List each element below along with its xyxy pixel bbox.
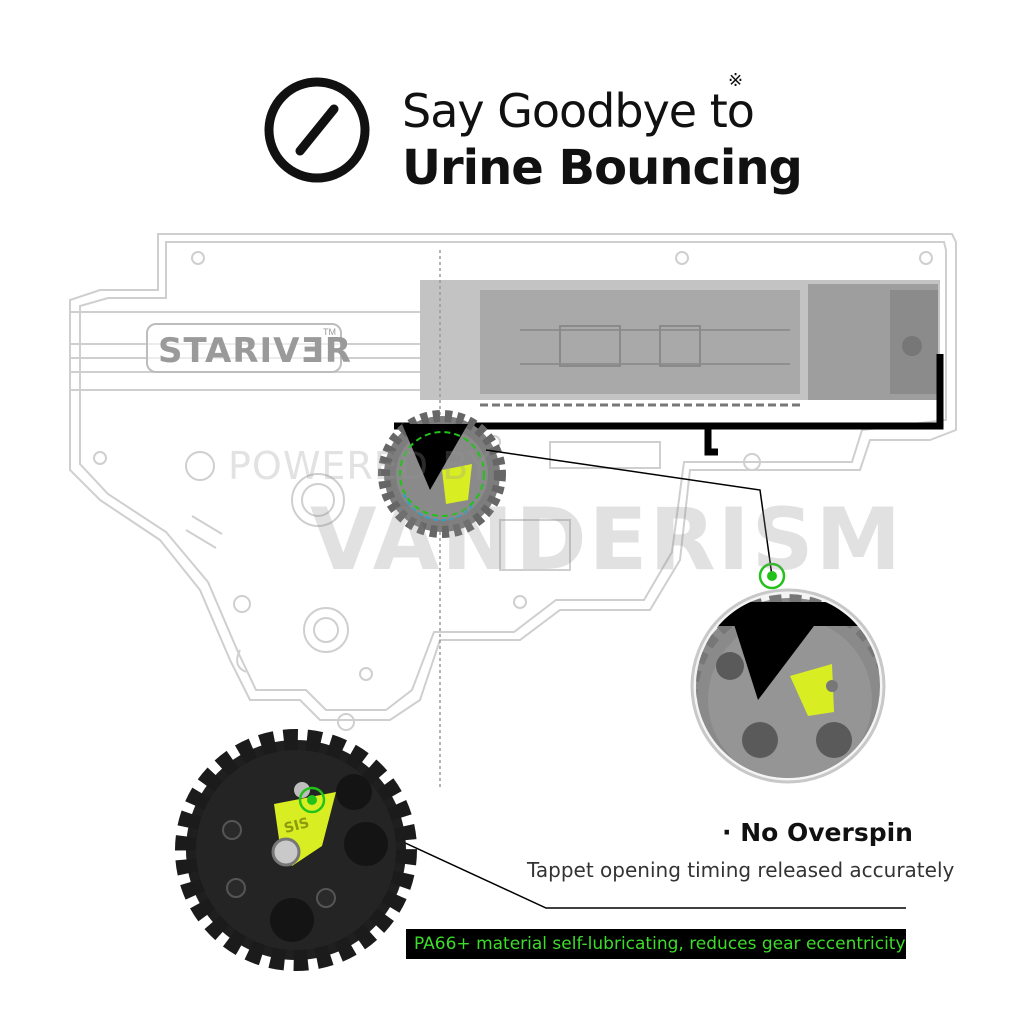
- material-banner: PA66+ material self-lubricating, reduces…: [406, 929, 906, 959]
- zoom-detail: [690, 588, 886, 784]
- brand-name: STARIVƎR: [158, 331, 352, 371]
- piston-rack: [394, 354, 944, 456]
- callout-line-upper: [485, 449, 773, 577]
- trademark-mark: TM: [323, 327, 336, 337]
- watermark-brand: VANDERISM: [310, 490, 904, 590]
- reference-mark: ※: [728, 70, 744, 90]
- target-marker-upper: [758, 562, 786, 590]
- title-line-1: Say Goodbye to: [402, 84, 755, 138]
- cylinder-assembly: [420, 280, 940, 407]
- title-line-2: Urine Bouncing: [402, 140, 803, 196]
- prohibited-icon: [264, 77, 370, 183]
- feature-title: · No Overspin: [722, 818, 913, 847]
- sector-gear-small: [378, 410, 506, 538]
- brand-plate: STARIVƎR TM: [146, 323, 351, 373]
- feature-description: Tappet opening timing released accuratel…: [527, 858, 955, 882]
- sector-gear-large: [175, 729, 417, 971]
- title-block: Say Goodbye to ※ Urine Bouncing: [262, 70, 803, 200]
- watermark-powered-by: POWERED BY: [228, 444, 492, 488]
